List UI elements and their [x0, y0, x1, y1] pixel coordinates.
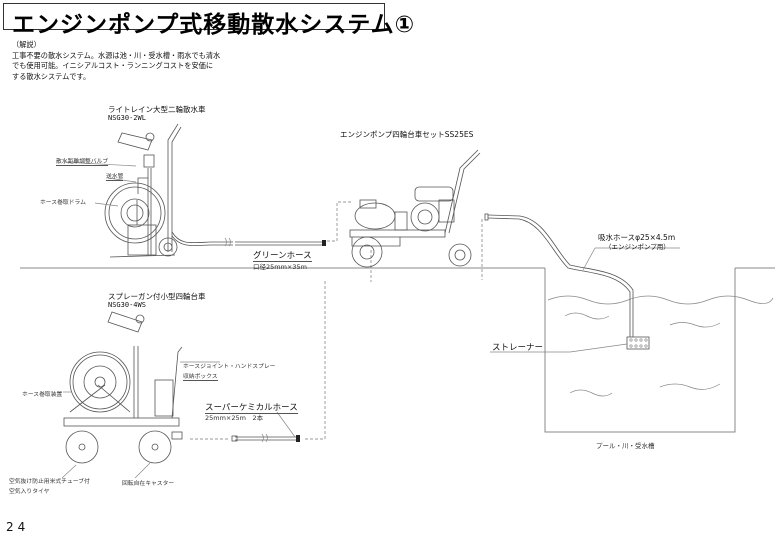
water-tank — [544, 268, 774, 433]
suction-hose-name: 吸水ホースφ25×4.5m — [598, 233, 676, 242]
large-cart-model: NSG30-2WL — [108, 114, 146, 122]
large-cart-drawing — [63, 123, 326, 258]
description-line: 工事不要の散水システム。水源は池・川・受水槽・雨水でも清水 — [12, 50, 221, 60]
water-source-label: プール・川・受水槽 — [596, 442, 655, 450]
pump-cart-drawing — [349, 149, 481, 268]
green-hose-spec: 口径25mm×35m — [253, 263, 307, 271]
page-title: エンジンポンプ式移動散水システム① — [12, 12, 416, 38]
title-box: エンジンポンプ式移動散水システム① — [3, 3, 414, 38]
page-number: 24 — [6, 520, 30, 534]
small-cart-drawing — [61, 311, 300, 479]
label-tire-line1: 空気抜け防止用米式チューブ付 — [9, 479, 90, 485]
strainer-icon — [490, 336, 650, 353]
label-pipe: 送水管 — [106, 171, 124, 181]
label-tire-line2: 空気入りタイヤ — [9, 489, 50, 495]
label-box-line2: 収納ボックス — [183, 371, 218, 381]
large-cart-name: ライトレイン大型二輪散水車 — [108, 105, 206, 114]
label-valve: 散水距離調整バルブ — [56, 156, 109, 166]
description-line: する散水システムです。 — [12, 71, 91, 81]
description-line: でも使用可能。イニシアルコスト・ランニングコストを安価に — [12, 61, 214, 70]
small-cart-model: NSG30-4WS — [108, 301, 146, 309]
label-drum: ホース巻取ドラム — [40, 200, 86, 206]
strainer-label: ストレーナー — [492, 343, 544, 353]
dashed-connector — [327, 201, 352, 242]
description-heading: （解説） — [12, 40, 41, 49]
label-reel: ホース巻取装置 — [22, 392, 63, 398]
small-cart-name: スプレーガン付小型四輪台車 — [108, 292, 206, 301]
pump-cart-name: エンジンポンプ四輪台車セットSS25ES — [340, 130, 474, 139]
suction-hose-note: （エンジンポンプ用） — [605, 243, 670, 251]
description: （解説） 工事不要の散水システム。水源は池・川・受水槽・雨水でも清水 でも使用可… — [12, 40, 220, 82]
green-hose-name: グリーンホース — [253, 251, 312, 262]
chemical-hose-spec: 25mm×25m 2本 — [205, 414, 264, 422]
label-caster: 回転自在キャスター — [122, 481, 175, 487]
dashed-connector — [305, 280, 326, 440]
chemical-hose-name: スーパーケミカルホース — [205, 403, 298, 414]
label-box-line1: ホースジョイント・ハンドスプレー — [183, 364, 276, 370]
suction-hose — [484, 213, 680, 337]
